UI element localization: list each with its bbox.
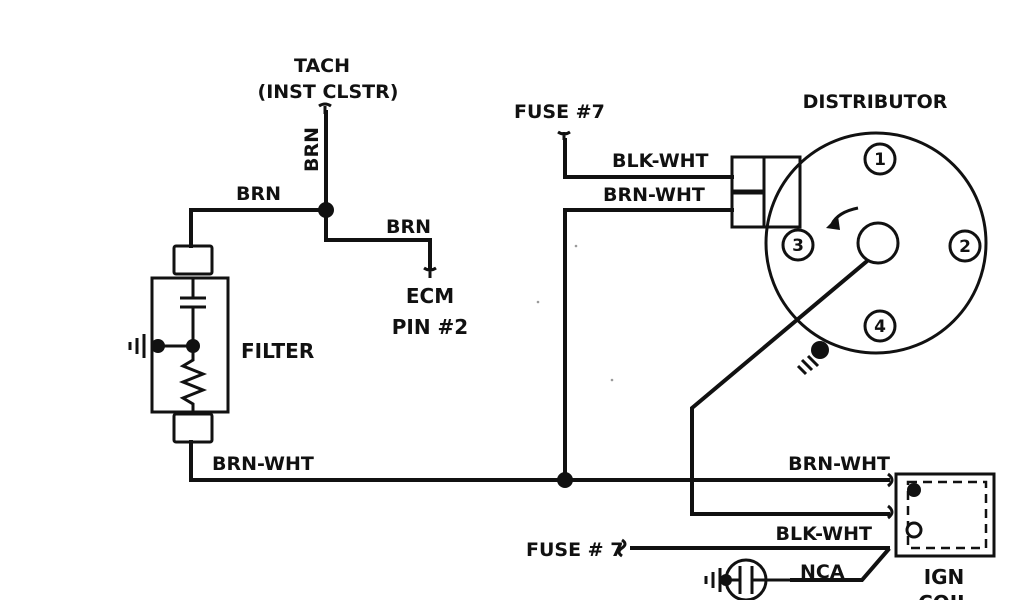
distributor-connector-lower [730,191,766,229]
distributor-terminal-3 [781,228,815,262]
distributor-connector-housing [764,155,802,229]
splice-node-tach [318,202,334,218]
filter-ground-node [151,339,165,353]
tach-inst-clstr-label: (INST CLSTR) [258,81,399,103]
ign-label: IGN [924,565,965,589]
terminal-2-label: 2 [959,237,971,257]
ecm-pin-label: PIN #2 [392,315,468,339]
terminal-4-label: 4 [874,317,886,337]
filter-component [128,244,230,444]
coil-label: COIL [918,591,970,600]
nca-label: NCA [800,561,845,583]
coil-body [894,472,996,558]
coil-lead-hooks [887,472,894,520]
wire-brn-filter [189,208,328,248]
coil-inner-outline [906,480,988,550]
filter-capacitor-symbol [180,278,206,346]
fuse-7-bottom-connector [617,538,627,558]
distributor-label: DISTRIBUTOR [803,91,948,113]
terminal-1-label: 1 [874,150,886,170]
ignition-coil [894,472,996,558]
nca-capacitor-symbol [726,566,792,594]
wire-distributor-to-coil [690,259,890,516]
distributor-rotor-hub [856,221,900,265]
wire-brn-wht-distributor [563,208,734,482]
wire-label-blk-wht-bottom: BLK-WHT [775,523,872,545]
wire-label-brn-ecm: BRN [386,216,431,238]
distributor-ground-icon [796,354,820,376]
wire-nca [790,547,891,582]
wire-brn-wht-main [189,440,890,482]
filter-resistor-symbol [178,346,208,412]
fuse-7-top-label: FUSE #7 [514,101,605,123]
filter-bottom-terminal [172,412,214,444]
distributor: 1 2 3 4 [730,131,988,376]
rotation-arrow-icon [826,216,840,230]
wire-label-brn-wht-right: BRN-WHT [788,453,890,475]
distributor-terminal-4 [863,309,897,343]
wire-label-brn-top: BRN [236,183,281,205]
scan-speck [536,300,540,304]
coil-terminal-lower [905,521,923,539]
distributor-ground-node [811,341,829,359]
scan-speck [610,378,614,382]
ecm-connector-symbol [423,266,437,278]
nca-ground-icon [704,568,722,592]
wire-brn-tach-ecm [324,110,432,270]
fuse-7-bottom-label: FUSE # 7 [526,539,623,561]
tach-label: TACH [294,55,350,77]
wire-label-blk-wht-top: BLK-WHT [612,150,709,172]
terminal-3-label: 3 [792,236,804,256]
wire-label-brn-vertical: BRN [301,127,323,172]
coil-terminal-upper [907,483,921,497]
distributor-cap [764,131,988,355]
wire-label-brn-wht-top: BRN-WHT [603,184,705,206]
filter-label: FILTER [241,339,314,363]
distributor-terminal-2 [948,229,982,263]
scan-speck [574,244,578,248]
filter-ground-icon [128,334,146,358]
wire-blk-wht-top [563,138,734,179]
distributor-terminal-1 [863,142,897,176]
wire-label-brn-wht-left: BRN-WHT [212,453,314,475]
filter-top-terminal [172,244,214,276]
filter-junction-node [186,339,200,353]
distributor-connector-upper [730,155,766,193]
nca-ground-node [720,574,732,586]
ecm-label: ECM [406,284,454,308]
